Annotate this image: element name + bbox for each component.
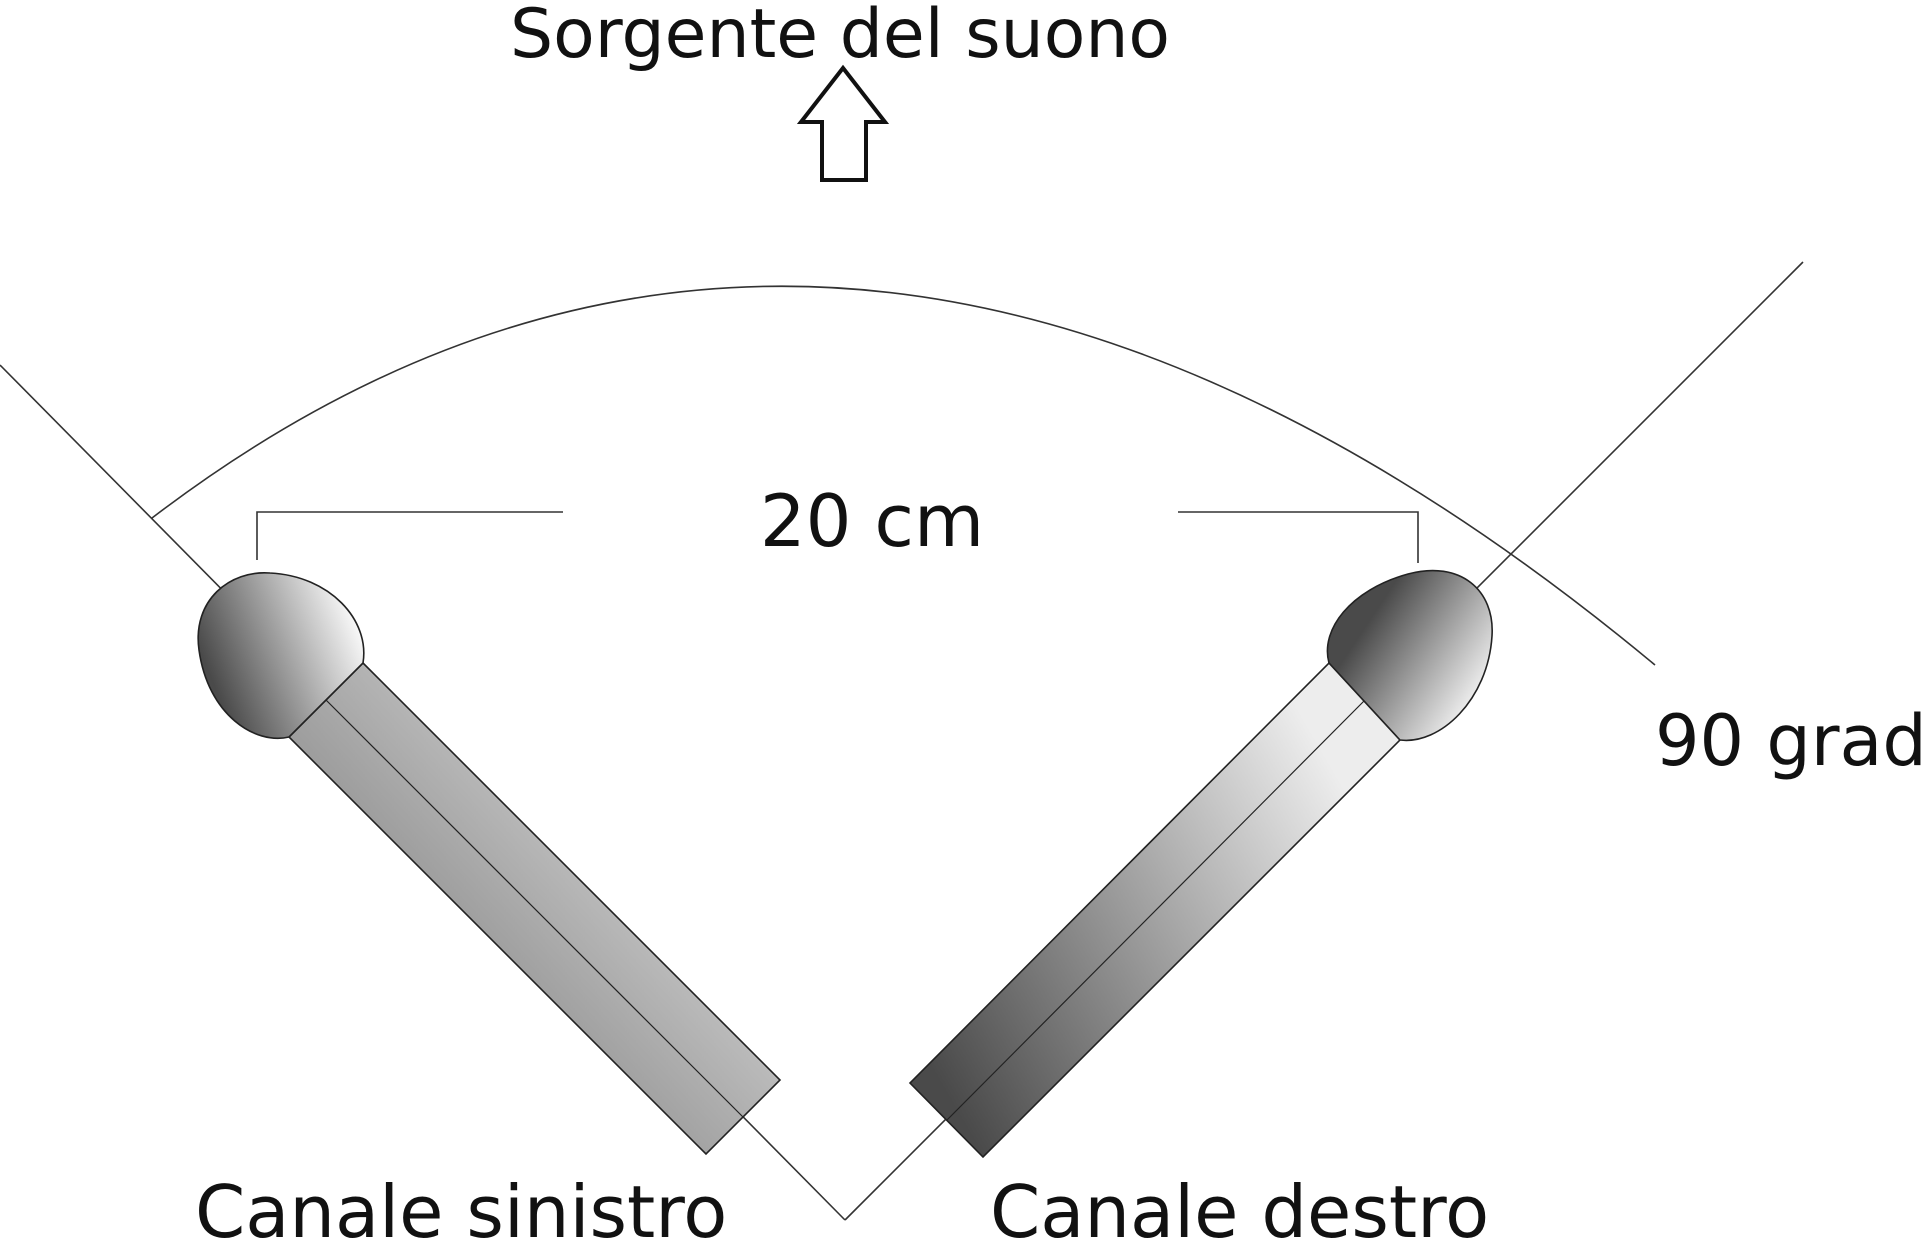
left-microphone bbox=[197, 572, 782, 1156]
right-microphone bbox=[908, 569, 1493, 1159]
sound-source-label: Sorgente del suono bbox=[510, 0, 1170, 74]
left-mic-head bbox=[197, 572, 365, 739]
pickup-angle-arc bbox=[151, 285, 1656, 666]
left-channel-label: Canale sinistro bbox=[195, 1170, 727, 1238]
distance-label: 20 cm bbox=[760, 479, 984, 563]
angle-label: 90 gradi bbox=[1655, 700, 1925, 782]
right-channel-label: Canale destro bbox=[990, 1170, 1489, 1238]
right-mic-head bbox=[1326, 569, 1493, 742]
arrow-up-icon bbox=[796, 64, 890, 182]
distance-bracket bbox=[256, 511, 1419, 563]
